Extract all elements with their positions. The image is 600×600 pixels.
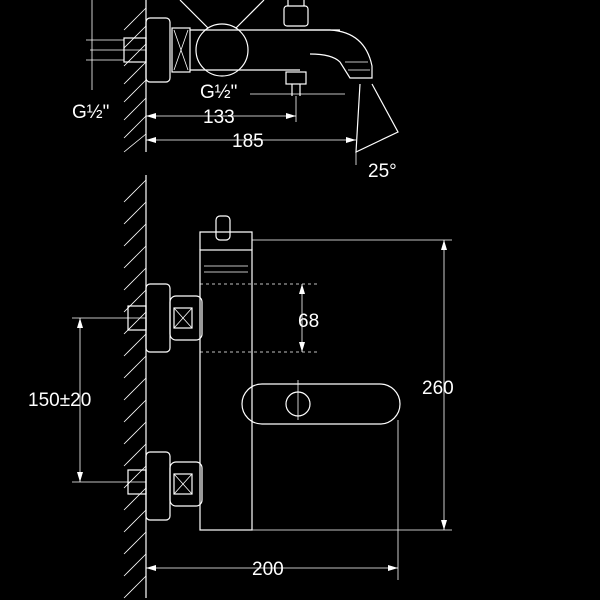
- label-dim-200: 200: [252, 559, 284, 580]
- front-diverter-pin: [215, 215, 231, 241]
- label-dim-260: 260: [422, 378, 454, 399]
- top-outlet-nut: [285, 71, 307, 85]
- front-view: 68 260 150±20 200: [28, 175, 454, 599]
- label-dim-68: 68: [298, 311, 319, 332]
- top-view: G½" G½" 133 185 25°: [72, 0, 399, 182]
- front-lower-connector: [169, 461, 203, 507]
- label-dim-185: 185: [232, 131, 264, 152]
- front-upper-square: [173, 307, 193, 329]
- label-dim-133: 133: [203, 107, 235, 128]
- top-connector: [171, 27, 191, 73]
- label-thread-inlet: G½": [72, 102, 109, 123]
- label-angle: 25°: [368, 161, 397, 182]
- front-cap: [199, 231, 253, 250]
- front-upper-nut: [145, 283, 171, 353]
- label-dim-150: 150±20: [28, 390, 91, 411]
- top-handle-hub: [195, 23, 249, 77]
- front-body: [199, 249, 253, 531]
- label-thread-outlet: G½": [200, 82, 237, 103]
- front-lower-nut: [145, 451, 171, 521]
- front-lower-square: [173, 473, 193, 495]
- top-diverter-knob: [283, 5, 309, 27]
- front-lever: [241, 383, 401, 425]
- top-wall-hatch: [123, 0, 147, 153]
- front-upper-connector: [169, 295, 203, 341]
- top-spout: [300, 29, 373, 79]
- front-wall-hatch: [123, 175, 147, 599]
- top-eccentric-nut: [145, 17, 171, 83]
- top-water-stream: [355, 83, 399, 153]
